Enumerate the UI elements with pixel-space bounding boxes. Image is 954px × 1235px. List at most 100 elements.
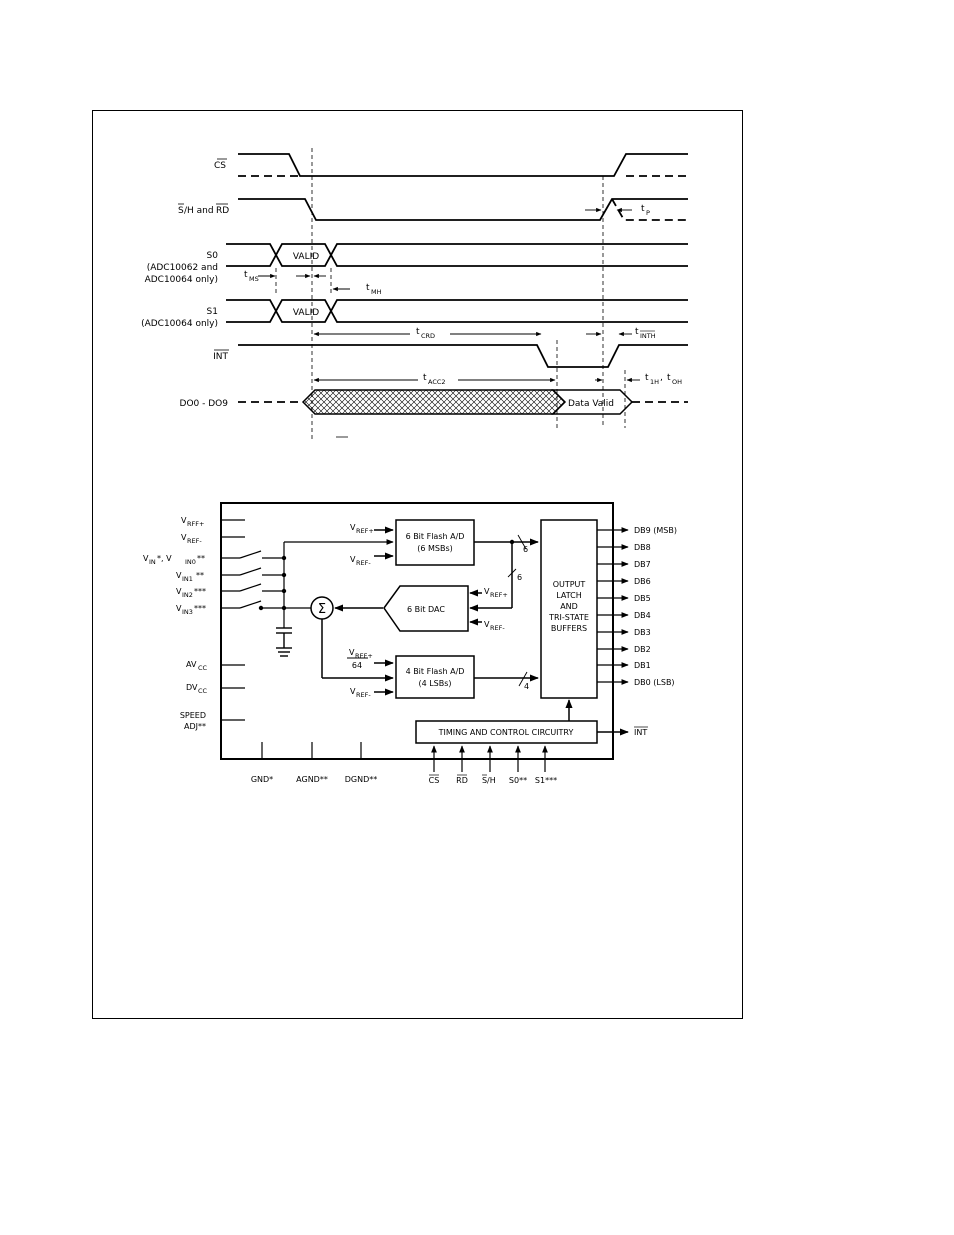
vin-mark: *, V — [157, 554, 172, 563]
vin1-mark: ** — [196, 571, 204, 580]
tacc2-sub: ACC2 — [428, 378, 446, 386]
bus-width-6b: 6 — [517, 573, 522, 582]
out-db1: DB1 — [634, 661, 651, 670]
timing-diagram — [226, 148, 688, 440]
rd-pin-label: RD — [456, 776, 468, 785]
vin3-sub: IN3 — [182, 608, 193, 616]
s1-label: S1 — [207, 307, 218, 317]
vrefminus-sub: REF- — [187, 537, 202, 545]
dac-vref-plus-sub: REF+ — [490, 591, 508, 599]
s0-label: S0 — [207, 251, 219, 261]
dvcc-sub: CC — [198, 687, 208, 695]
speed-label: SPEED — [180, 711, 206, 720]
vin1-v: V — [176, 571, 182, 580]
vin2-mark: *** — [194, 587, 206, 596]
vrefplus-sub: RFF+ — [187, 520, 204, 528]
input-switches — [239, 539, 394, 628]
agnd-label: AGND** — [296, 775, 328, 784]
flash6-vref-plus-sub: REF+ — [356, 527, 374, 535]
tmh-sub: MH — [371, 288, 382, 296]
avcc-sub: CC — [198, 664, 208, 672]
output-pins — [597, 527, 629, 685]
hold-capacitor — [276, 627, 292, 657]
block-labels: V RFF+ V REF- V IN *, V IN0 ** V IN1 ** … — [143, 516, 677, 785]
timing-arrows — [258, 207, 640, 383]
left-pins — [221, 519, 245, 721]
flash4-vref-sub: REF+ — [355, 652, 373, 660]
data-valid-label: Data Valid — [568, 399, 614, 409]
vin-sub: IN — [149, 558, 156, 566]
reference-lines — [275, 148, 626, 440]
s1-pin-label: S1*** — [535, 776, 557, 785]
flash4-title: 4 Bit Flash A/D — [406, 667, 465, 676]
sh-rd-waveform — [238, 198, 688, 221]
flash6-vref-minus-sub: REF- — [356, 559, 371, 567]
sh-label-s: S — [178, 206, 184, 216]
tcrd-t: t — [416, 327, 420, 337]
tp-sub: P — [646, 209, 650, 217]
flash6-vref-minus-v: V — [350, 555, 356, 564]
vin1-sub: IN1 — [182, 575, 193, 583]
t-comma: , — [660, 373, 663, 383]
tinth-sub: INTH — [640, 332, 656, 340]
flash4-block — [395, 655, 475, 699]
dac-block — [383, 585, 469, 632]
out-db9: DB9 (MSB) — [634, 526, 677, 535]
vin0-mark: ** — [197, 554, 205, 563]
out-db6: DB6 — [634, 577, 651, 586]
chip-outline — [220, 502, 614, 760]
out-db0: DB0 (LSB) — [634, 678, 675, 687]
out-db7: DB7 — [634, 560, 651, 569]
tacc2-t: t — [423, 373, 427, 383]
flash6-block — [395, 519, 475, 566]
dac-vref-minus-v: V — [484, 620, 490, 629]
int-label: INT — [213, 352, 228, 362]
gnd-label: GND* — [251, 775, 273, 784]
t1h-sub: 1H — [650, 378, 659, 386]
int-out-label: INT — [634, 728, 647, 737]
latch-line3: AND — [560, 602, 578, 611]
sh-pin-h: /H — [487, 776, 496, 785]
int-waveform — [238, 344, 688, 368]
vin0-sub: IN0 — [185, 558, 196, 566]
vin3-mark: *** — [194, 604, 206, 613]
tmh-t: t — [366, 283, 370, 293]
cs-waveform — [238, 153, 688, 177]
s0-pin-label: S0** — [509, 776, 527, 785]
out-db5: DB5 — [634, 594, 651, 603]
data-bus-waveform — [238, 389, 688, 415]
latch-line4: TRI-STATE — [548, 613, 589, 622]
timing-control-title: TIMING AND CONTROL CIRCUITRY — [438, 728, 574, 737]
avcc-label: AV — [186, 660, 197, 669]
flash4-vref-v: V — [349, 648, 355, 657]
block-diagram — [220, 502, 629, 772]
dac-vref-minus-sub: REF- — [490, 624, 505, 632]
latch-line2: LATCH — [556, 591, 582, 600]
t1h-t: t — [645, 373, 649, 383]
flash4-vref-minus-sub: REF- — [356, 691, 371, 699]
s0-valid: VALID — [293, 252, 319, 262]
dac-title: 6 Bit DAC — [407, 605, 445, 614]
cs-pin-label: CS — [429, 776, 440, 785]
s1-note: (ADC10064 only) — [141, 319, 218, 329]
dac-vref-plus-v: V — [484, 587, 490, 596]
bus-width-4: 4 — [524, 682, 529, 691]
out-db8: DB8 — [634, 543, 651, 552]
out-db3: DB3 — [634, 628, 651, 637]
out-db2: DB2 — [634, 645, 651, 654]
dvcc-label: DV — [186, 683, 198, 692]
bus-width-6a: 6 — [523, 545, 528, 554]
vin3-v: V — [176, 604, 182, 613]
latch-line1: OUTPUT — [553, 580, 586, 589]
flash4-div64: 64 — [352, 661, 362, 670]
output-latch-block — [540, 519, 598, 699]
t0h-t: t — [667, 373, 671, 383]
tms-sub: MS — [249, 275, 259, 283]
cs-label: CS — [214, 161, 226, 171]
s0-waveform — [226, 243, 688, 267]
rd-label: RD — [216, 206, 229, 216]
vin2-sub: IN2 — [182, 591, 193, 599]
tcrd-sub: CRD — [421, 332, 435, 340]
data-bus-label: DO0 - DO9 — [180, 399, 229, 409]
